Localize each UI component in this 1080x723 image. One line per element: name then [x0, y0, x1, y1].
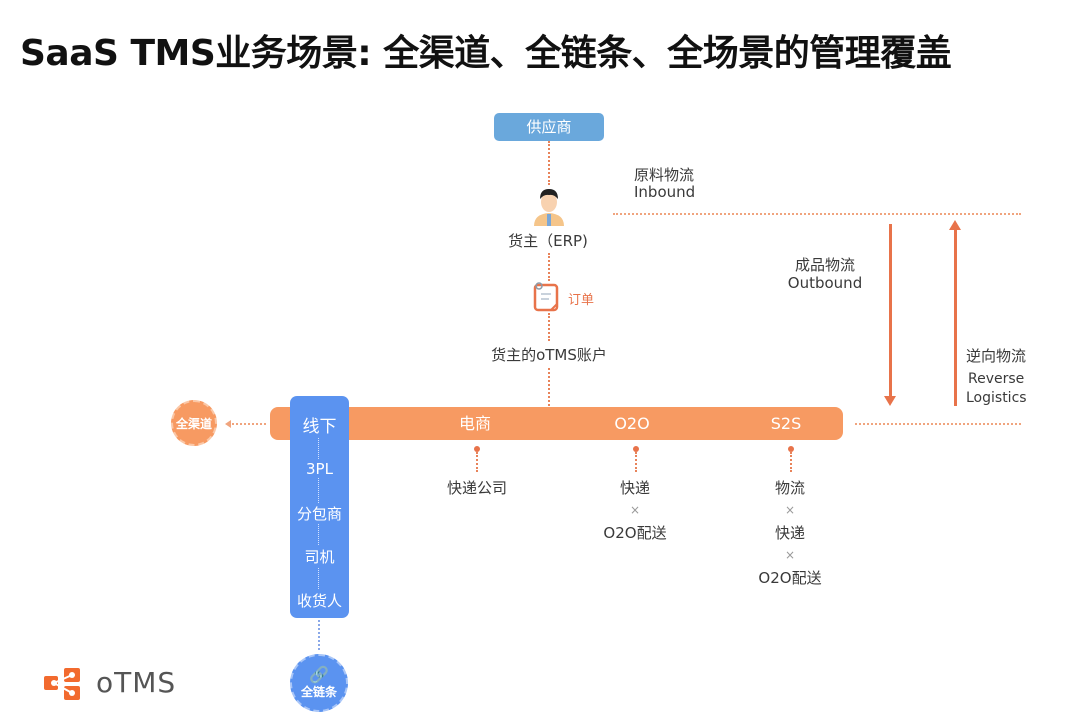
- all-channel-badge: 全渠道: [171, 400, 217, 446]
- reverse-en-label-1: Reverse: [968, 371, 1025, 387]
- reverse-arrow-line: [954, 228, 957, 406]
- s2s-carrier-express: 快递: [774, 524, 805, 542]
- all-channel-label: 全渠道: [175, 416, 212, 431]
- inbound-cn-label: 原料物流: [634, 166, 695, 184]
- s2s-dot: [788, 446, 794, 452]
- otms-logo-icon: [42, 666, 90, 702]
- o2o-carrier-express: 快递: [619, 479, 650, 497]
- order-document-icon: [533, 282, 561, 312]
- o2o-separator: ×: [629, 503, 641, 517]
- outbound-en-label: Outbound: [787, 274, 863, 292]
- carrier-express-company: 快递公司: [446, 479, 507, 497]
- reverse-cn-label: 逆向物流: [966, 347, 1027, 365]
- outbound-arrow-head-icon: [884, 396, 896, 406]
- s2s-carrier-logistics: 物流: [774, 479, 805, 497]
- channel-o2o: O2O: [614, 414, 650, 433]
- bar-right-divider: [855, 423, 1021, 425]
- inbound-divider: [613, 213, 1021, 215]
- s2s-connector: [790, 452, 792, 472]
- shipper-label: 货主（ERP): [508, 232, 588, 250]
- connector-order-account: [548, 313, 550, 341]
- order-label: 订单: [568, 293, 595, 308]
- all-chain-badge: 🔗 全链条: [290, 654, 348, 712]
- connector-chain-badge: [318, 620, 320, 650]
- ecommerce-dot: [474, 446, 480, 452]
- ecommerce-connector: [476, 452, 478, 472]
- o2o-dot: [633, 446, 639, 452]
- o2o-carrier-delivery: O2O配送: [603, 524, 667, 542]
- arrow-left-icon: [225, 420, 231, 428]
- chain-item-subcontractor: 分包商: [290, 503, 349, 524]
- reverse-en-label-2: Logistics: [966, 390, 1027, 406]
- outbound-cn-label: 成品物流: [794, 256, 855, 274]
- channel-s2s: S2S: [770, 414, 802, 433]
- chain-item-3pl: 3PL: [290, 460, 349, 478]
- chain-item-driver: 司机: [290, 546, 349, 567]
- s2s-separator-2: ×: [784, 548, 796, 562]
- channel-bar: [270, 407, 843, 440]
- s2s-separator-1: ×: [784, 503, 796, 517]
- channel-ecommerce: 电商: [458, 414, 491, 433]
- outbound-arrow-line: [889, 224, 892, 400]
- link-icon: 🔗: [309, 664, 329, 684]
- connector-bar-badge: [228, 423, 266, 425]
- connector-supplier-shipper: [548, 141, 550, 185]
- person-icon: [530, 186, 568, 226]
- connector-shipper-order: [548, 253, 550, 281]
- reverse-arrow-head-icon: [949, 220, 961, 230]
- s2s-carrier-delivery: O2O配送: [758, 569, 822, 587]
- account-label: 货主的oTMS账户: [491, 346, 607, 364]
- supplier-box: 供应商: [494, 113, 604, 141]
- channel-offline: 线下: [302, 417, 337, 437]
- inbound-en-label: Inbound: [634, 183, 696, 201]
- o2o-connector: [635, 452, 637, 472]
- all-chain-label: 全链条: [300, 684, 337, 699]
- chain-item-consignee: 收货人: [290, 590, 349, 611]
- page-title: SaaS TMS业务场景: 全渠道、全链条、全场景的管理覆盖: [20, 33, 952, 74]
- connector-account-bar: [548, 368, 550, 406]
- otms-logo-text: oTMS: [96, 666, 177, 699]
